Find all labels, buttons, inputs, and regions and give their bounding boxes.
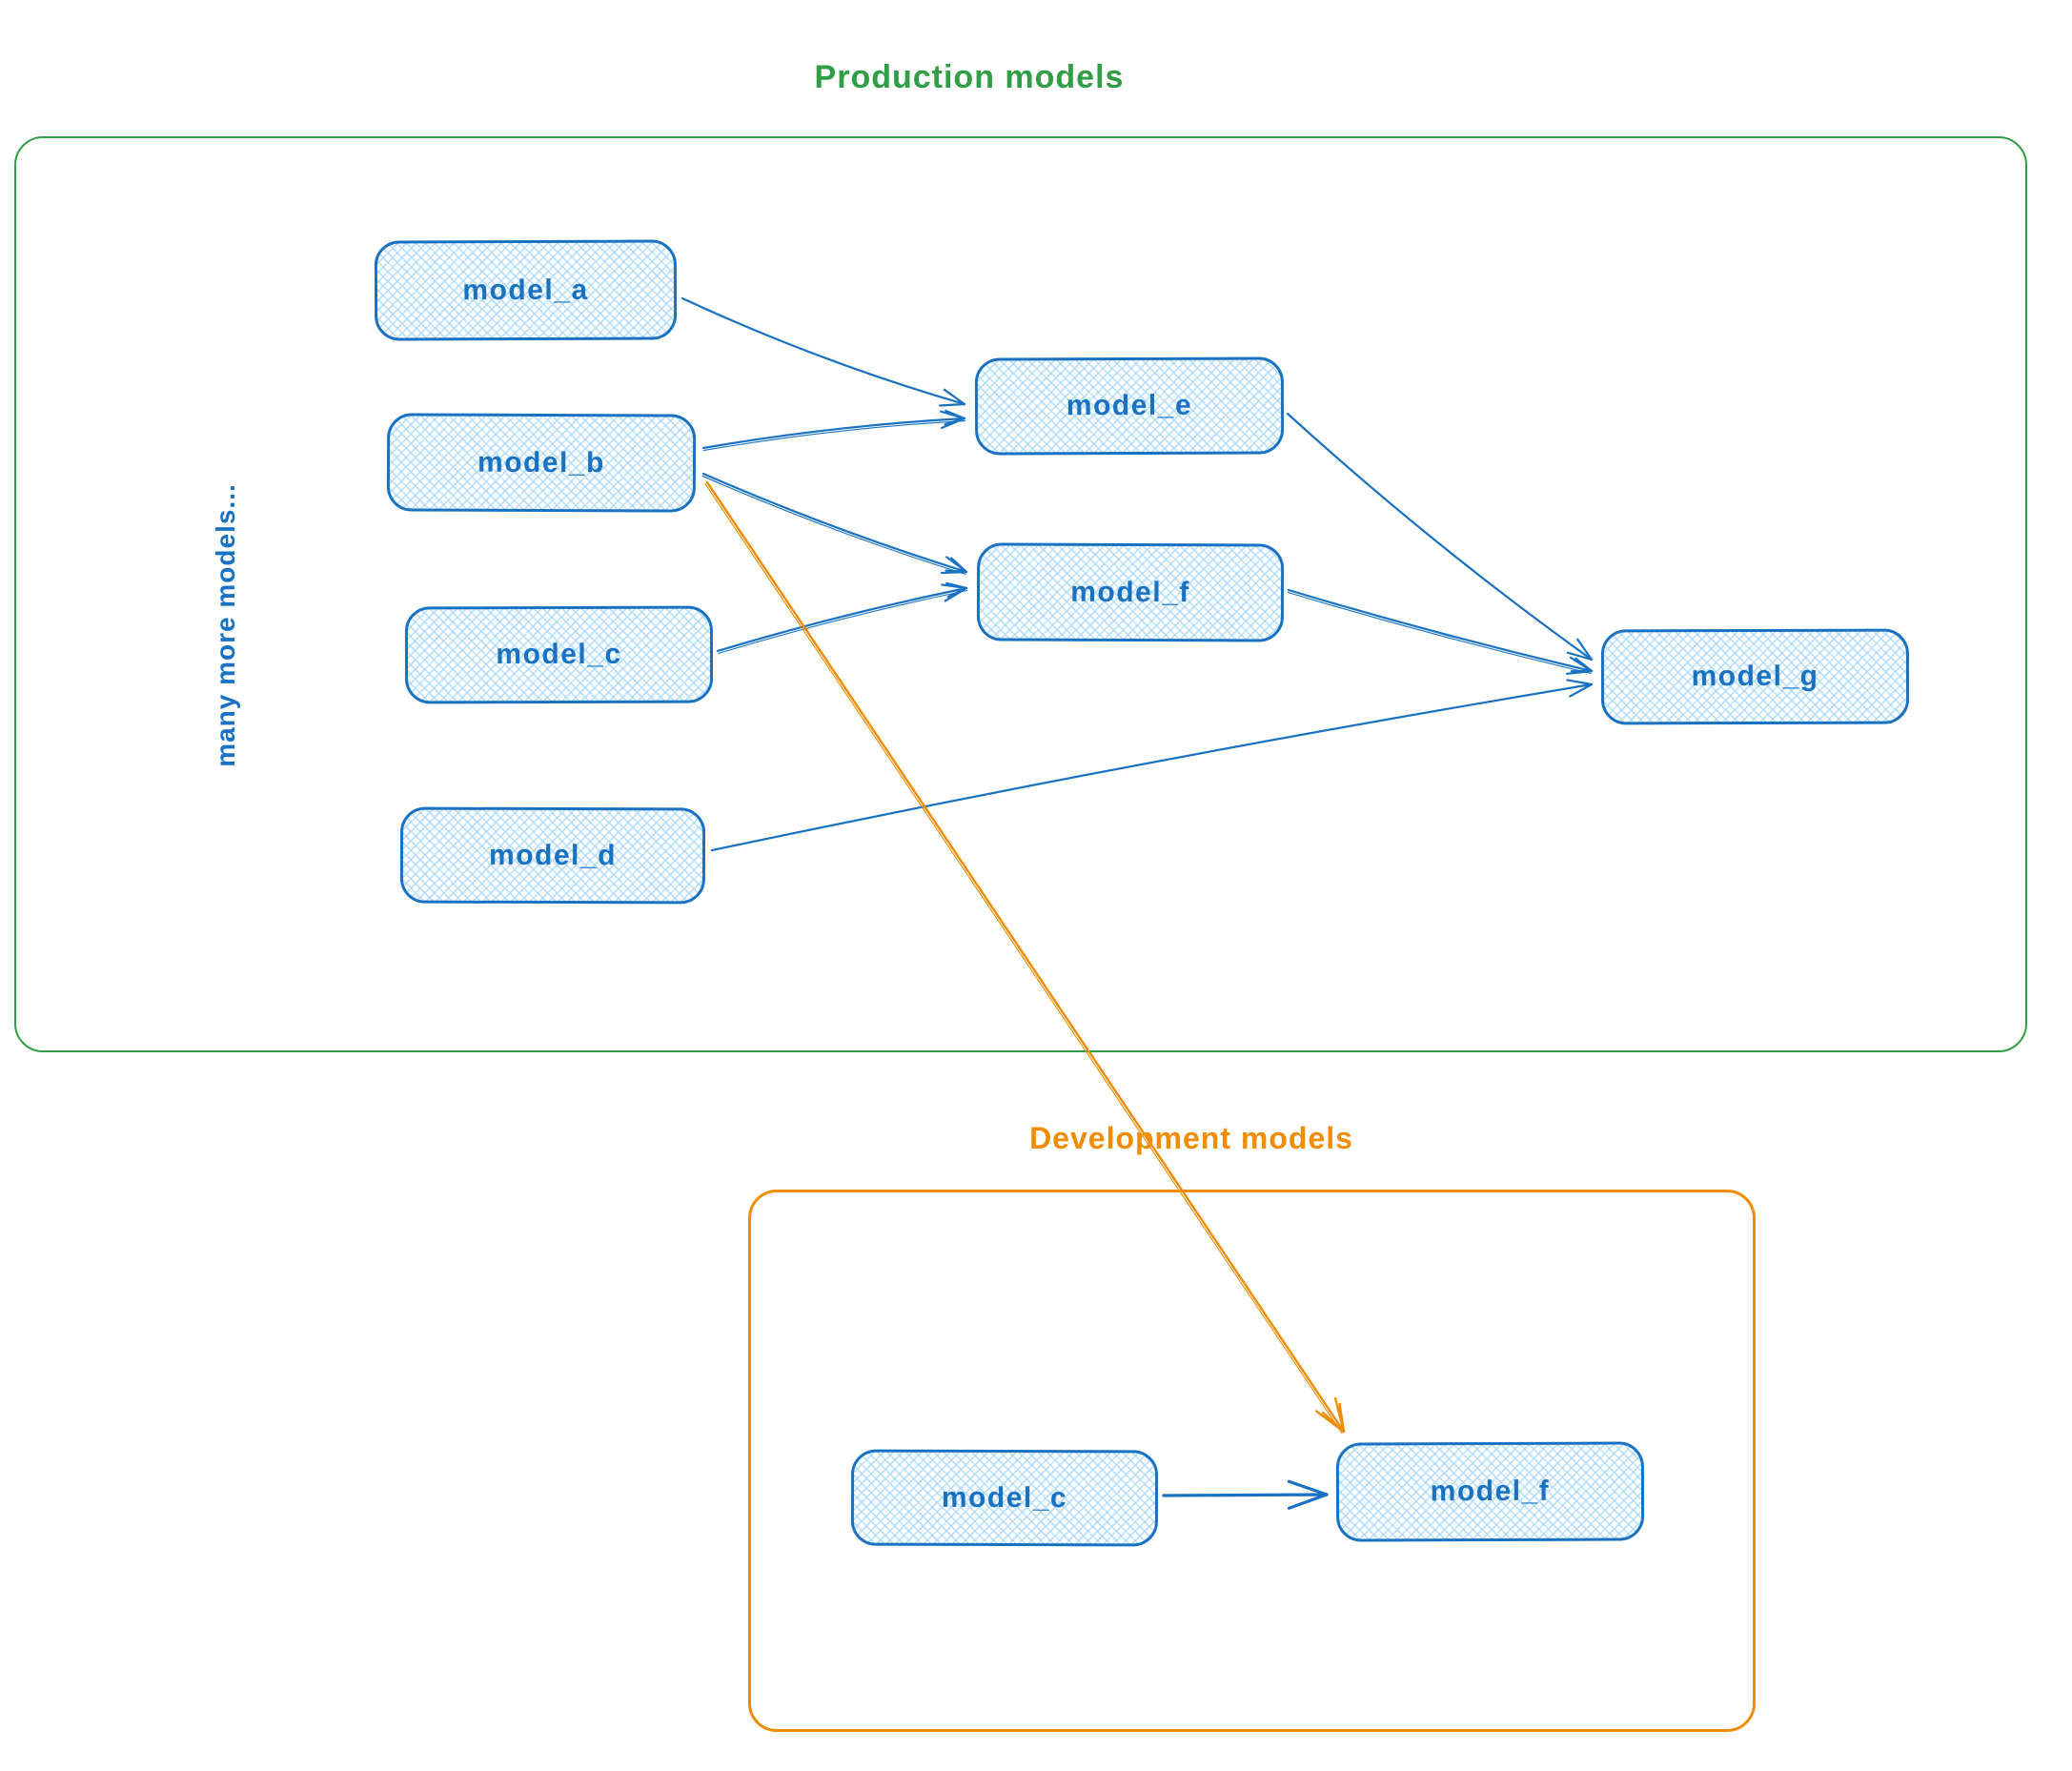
node-model-b-label: model_b (477, 446, 605, 478)
many-more-models-note: many more models... (211, 483, 240, 767)
production-models-label: Production models (814, 59, 1125, 95)
node-model-a: model_a (374, 239, 678, 341)
node-dev-model-f-label: model_f (1430, 1475, 1551, 1508)
node-dev-model-c: model_c (850, 1449, 1159, 1547)
node-model-e: model_e (974, 356, 1285, 456)
node-model-f-label: model_f (1070, 576, 1190, 608)
node-model-b: model_b (386, 413, 697, 513)
node-model-a-label: model_a (462, 274, 589, 306)
node-model-c: model_c (404, 605, 714, 704)
node-model-d: model_d (399, 806, 706, 905)
node-model-g-label: model_g (1691, 660, 1819, 693)
node-model-c-label: model_c (496, 638, 622, 671)
development-models-label: Development models (1029, 1121, 1353, 1155)
node-model-e-label: model_e (1066, 389, 1193, 422)
node-model-f: model_f (976, 542, 1285, 642)
node-dev-model-c-label: model_c (941, 1481, 1068, 1514)
node-model-d-label: model_d (489, 839, 617, 871)
node-dev-model-f: model_f (1335, 1441, 1645, 1542)
node-model-g: model_g (1600, 628, 1910, 725)
